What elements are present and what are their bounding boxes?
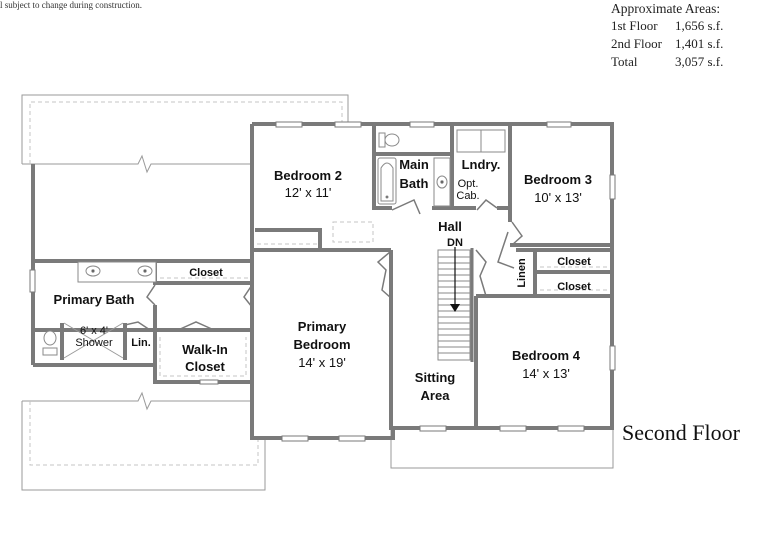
room-name-hall: Hall	[438, 219, 462, 234]
room-name-walk-in-closet-1: Walk-In	[182, 342, 228, 357]
roof-outlines	[21, 94, 614, 491]
fixtures	[42, 129, 506, 356]
shower-size: 6' x 4'	[79, 325, 109, 337]
room-name-closet-bedroom-3: Closet	[557, 256, 591, 268]
room-name-closet-bedroom-4: Closet	[557, 281, 591, 293]
washer-icon	[456, 129, 482, 153]
areas-header: Approximate Areas:	[611, 1, 721, 16]
roof-dashed-lines	[29, 101, 343, 466]
room-name-closet-primary: Closet	[189, 267, 223, 279]
area-value: 1,656 s.f.	[675, 18, 724, 33]
areas-row: Total 3,057 s.f.	[611, 53, 723, 71]
room-size-primary-bedroom: 14' x 19'	[298, 355, 346, 370]
area-label: 2nd Floor	[611, 36, 662, 51]
room-name-primary-bath: Primary Bath	[53, 292, 135, 307]
areas-table: 1st Floor 1,656 s.f. 2nd Floor 1,401 s.f…	[611, 17, 723, 71]
room-name-linen: Linen	[516, 258, 528, 288]
room-name-bedroom-2: Bedroom 2	[274, 168, 342, 183]
door-swings	[124, 198, 523, 331]
approximate-areas: Approximate Areas: 1st Floor 1,656 s.f. …	[611, 0, 723, 71]
room-name-sitting-area-2: Area	[420, 388, 450, 403]
dryer-icon	[480, 129, 506, 153]
area-label: 1st Floor	[611, 18, 658, 33]
laundry-optional-1: Opt.	[457, 178, 479, 190]
floor-title: Second Floor	[622, 420, 740, 445]
closet-shelves	[159, 221, 608, 377]
areas-row: 2nd Floor 1,401 s.f.	[611, 35, 723, 53]
room-name-walk-in-closet-2: Closet	[185, 359, 225, 374]
room-name-primary-bedroom-2: Bedroom	[293, 337, 351, 352]
stairs-down-label: DN	[447, 237, 463, 249]
room-name-main-bath-1: Main	[399, 157, 429, 172]
room-name-laundry: Lndry.	[461, 157, 501, 172]
room-size-bedroom-3: 10' x 13'	[534, 190, 582, 205]
room-name-sitting-area-1: Sitting	[414, 370, 456, 385]
area-value: 3,057 s.f.	[675, 54, 724, 69]
room-name-bedroom-3: Bedroom 3	[524, 172, 592, 187]
down-arrow-icon	[450, 247, 460, 312]
room-name-primary-linen: Lin.	[131, 337, 151, 349]
room-size-bedroom-2: 12' x 11'	[284, 185, 332, 200]
toilet-icon	[378, 132, 386, 148]
staircase	[437, 248, 474, 362]
toilet-icon	[43, 330, 57, 346]
shower-icon	[63, 322, 124, 359]
area-label: Total	[611, 54, 638, 69]
room-size-bedroom-4: 14' x 13'	[522, 366, 570, 381]
shower-label: Shower	[75, 337, 113, 349]
areas-row: 1st Floor 1,656 s.f.	[611, 17, 723, 35]
windows	[29, 121, 616, 442]
walls	[31, 122, 614, 440]
disclaimer-text: l subject to change during construction.	[0, 0, 142, 10]
room-name-bedroom-4: Bedroom 4	[512, 348, 580, 363]
room-name-primary-bedroom-1: Primary	[297, 319, 347, 334]
area-value: 1,401 s.f.	[675, 36, 724, 51]
laundry-optional-2: Cab.	[456, 190, 480, 202]
room-name-main-bath-2: Bath	[399, 176, 429, 191]
